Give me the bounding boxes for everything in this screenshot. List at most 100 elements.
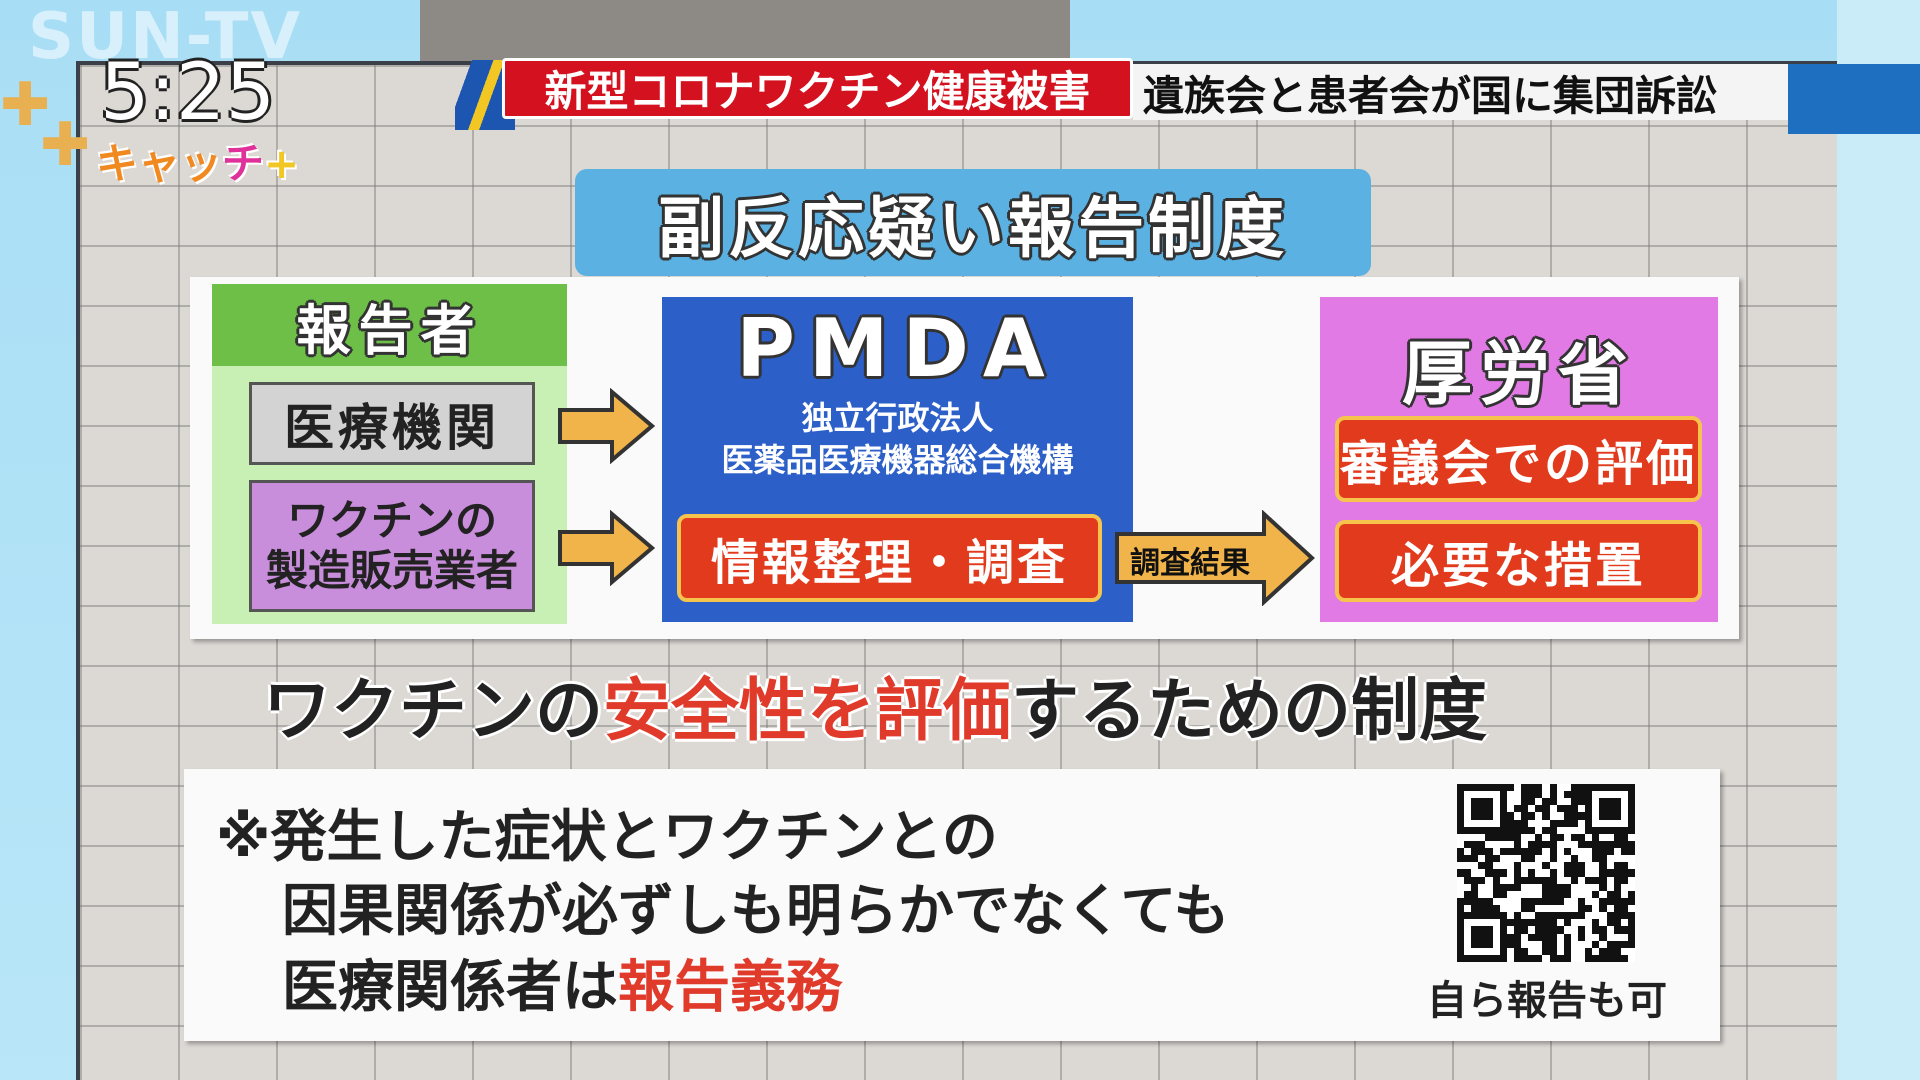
qr-module [1506, 784, 1514, 792]
qr-module [1485, 883, 1493, 891]
qr-module [1613, 805, 1621, 813]
qr-module [1542, 855, 1550, 863]
qr-module [1471, 897, 1479, 905]
qr-module [1620, 947, 1628, 955]
qr-module [1521, 862, 1529, 870]
qr-code[interactable] [1457, 784, 1635, 962]
qr-module [1492, 819, 1500, 827]
qr-module [1513, 826, 1522, 834]
qr-module [1627, 805, 1635, 813]
right-edge-strip [1837, 0, 1920, 1080]
qr-module [1542, 905, 1550, 913]
qr-module [1599, 883, 1607, 891]
note-line-1: ※発生した症状とワクチンとの [216, 805, 998, 870]
qr-module [1535, 926, 1543, 934]
qr-module [1542, 784, 1550, 792]
qr-module [1549, 890, 1557, 898]
qr-module [1521, 876, 1529, 884]
qr-module [1464, 840, 1472, 848]
qr-module [1513, 805, 1522, 813]
qr-module [1471, 926, 1479, 934]
reporter-header: 報告者 [212, 284, 567, 366]
qr-module [1578, 869, 1586, 877]
qr-module [1570, 784, 1579, 792]
qr-module [1570, 912, 1579, 920]
qr-module [1485, 890, 1493, 898]
qr-module [1528, 812, 1536, 820]
qr-module [1492, 812, 1500, 820]
qr-module [1585, 954, 1593, 962]
qr-module [1485, 926, 1493, 934]
qr-module [1457, 954, 1465, 962]
qr-module [1599, 855, 1607, 863]
qr-module [1620, 805, 1628, 813]
result-arrow-icon [1115, 510, 1315, 606]
qr-module [1521, 826, 1529, 834]
qr-module [1613, 912, 1621, 920]
qr-module [1457, 848, 1465, 856]
qr-module [1563, 862, 1571, 870]
qr-module [1471, 919, 1479, 927]
qr-module [1585, 812, 1593, 820]
qr-module [1592, 912, 1600, 920]
qr-module [1556, 862, 1564, 870]
qr-module [1606, 883, 1614, 891]
qr-module [1457, 791, 1465, 799]
qr-module [1485, 791, 1493, 799]
pmda-sub-line: 独立行政法人 [801, 399, 994, 437]
plus-decoration-icon: ✚ [40, 110, 91, 180]
qr-module [1457, 798, 1465, 806]
qr-module [1606, 919, 1614, 927]
qr-module [1592, 954, 1600, 962]
qr-module [1471, 784, 1479, 792]
qr-module [1563, 883, 1571, 891]
qr-module [1521, 833, 1529, 841]
qr-module [1570, 840, 1579, 848]
qr-module [1627, 926, 1635, 934]
qr-module [1528, 933, 1536, 941]
mhlw-title: 厚労省 [1402, 333, 1636, 415]
qr-module [1592, 791, 1600, 799]
qr-module [1535, 805, 1543, 813]
qr-module [1599, 933, 1607, 941]
qr-module [1492, 784, 1500, 792]
qr-module [1521, 883, 1529, 891]
qr-module [1485, 840, 1493, 848]
qr-module [1592, 855, 1600, 863]
qr-module [1556, 912, 1564, 920]
qr-module [1592, 784, 1600, 792]
qr-module [1499, 940, 1507, 948]
qr-module [1606, 905, 1614, 913]
qr-module [1464, 883, 1472, 891]
qr-module [1585, 791, 1593, 799]
qr-module [1521, 947, 1529, 955]
qr-module [1464, 905, 1472, 913]
qr-module [1478, 947, 1486, 955]
qr-module [1492, 954, 1500, 962]
qr-module [1528, 840, 1536, 848]
qr-module [1585, 840, 1593, 848]
qr-module [1535, 826, 1543, 834]
qr-module [1556, 826, 1564, 834]
qr-module [1613, 926, 1621, 934]
qr-module [1464, 940, 1472, 948]
qr-module [1563, 784, 1571, 792]
qr-module [1513, 897, 1522, 905]
qr-module [1521, 791, 1529, 799]
qr-module [1478, 954, 1486, 962]
qr-module [1592, 826, 1600, 834]
qr-module [1464, 826, 1472, 834]
qr-module [1506, 791, 1514, 799]
qr-module [1606, 954, 1614, 962]
qr-module [1499, 890, 1507, 898]
qr-module [1613, 933, 1621, 941]
qr-module [1627, 833, 1635, 841]
qr-module [1521, 940, 1529, 948]
qr-module [1570, 940, 1579, 948]
qr-module [1549, 833, 1557, 841]
qr-module [1599, 947, 1607, 955]
qr-module [1535, 840, 1543, 848]
qr-module [1492, 848, 1500, 856]
note-text: 医療関係者は [282, 955, 618, 1020]
qr-module [1606, 840, 1614, 848]
